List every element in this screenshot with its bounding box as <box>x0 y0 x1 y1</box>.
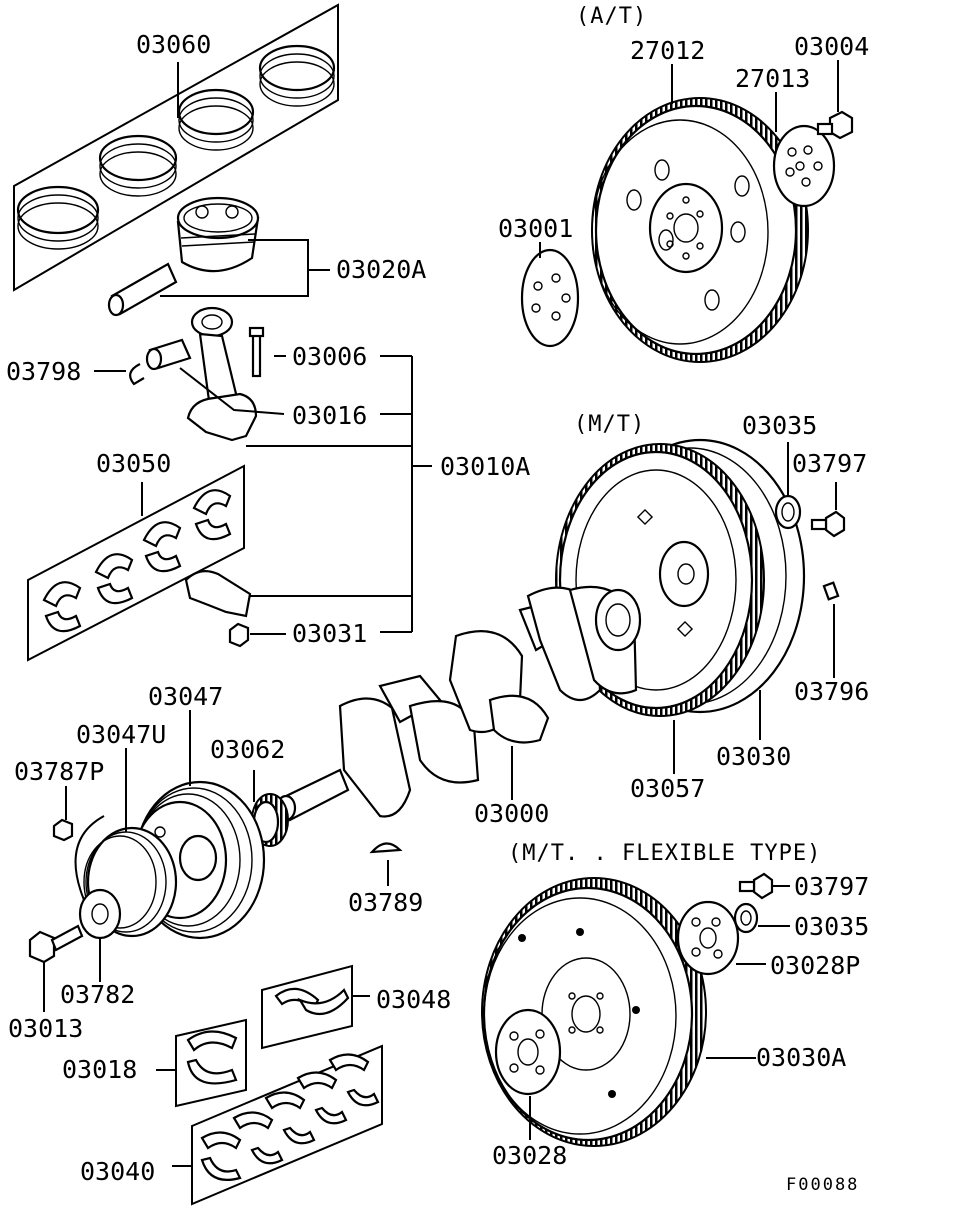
header-automatic-transmission: (A/T) <box>576 4 647 29</box>
label-03047U: 03047U <box>76 720 166 749</box>
crank-bolt <box>28 924 84 1012</box>
pulley-bolt <box>52 786 74 842</box>
label-03789: 03789 <box>348 888 423 917</box>
at-spacer <box>520 248 580 348</box>
conrod-bearing-shells <box>42 489 232 633</box>
piston-ring-set <box>16 44 336 250</box>
piston-assembly-leader <box>160 239 330 297</box>
label-03047: 03047 <box>148 682 223 711</box>
label-03030A: 03030A <box>756 1043 846 1072</box>
label-03010A: 03010A <box>440 452 530 481</box>
label-03048: 03048 <box>376 985 451 1014</box>
label-03028: 03028 <box>492 1141 567 1170</box>
at-bolt <box>816 110 854 140</box>
piston-pin <box>107 262 178 317</box>
label-03796: 03796 <box>794 677 869 706</box>
label-03030: 03030 <box>716 742 791 771</box>
label-03006: 03006 <box>292 342 367 371</box>
at-drive-plate <box>591 97 809 363</box>
label-03787P: 03787P <box>14 757 104 786</box>
header-manual-flexible: (M/T. . FLEXIBLE TYPE) <box>508 841 821 866</box>
piston-ring-group-box <box>13 3 339 292</box>
conrod-nut <box>228 622 286 648</box>
label-03797-mt: 03797 <box>792 449 867 478</box>
label-03018: 03018 <box>62 1055 137 1084</box>
connecting-rod-bolt <box>248 326 265 378</box>
connecting-rod-bushing <box>145 338 192 371</box>
figure-code: F00088 <box>786 1175 859 1195</box>
conrod-assembly-bracket <box>246 355 432 633</box>
label-03040: 03040 <box>80 1157 155 1186</box>
snap-ring <box>129 363 145 386</box>
piston-ring-3 <box>177 88 255 151</box>
label-03031: 03031 <box>292 619 367 648</box>
label-03013: 03013 <box>8 1014 83 1043</box>
flex-plate <box>676 900 766 976</box>
flexible-seal <box>733 902 790 934</box>
label-03035-flexible: 03035 <box>794 912 869 941</box>
piston-ring-1 <box>16 185 100 250</box>
label-03782: 03782 <box>60 980 135 1009</box>
piston-ring-2 <box>98 134 178 197</box>
bushing-leader <box>179 367 285 415</box>
connecting-rod <box>186 306 258 442</box>
piston-ring-4 <box>258 44 336 107</box>
label-03057: 03057 <box>630 774 705 803</box>
label-03035-mt: 03035 <box>742 411 817 440</box>
label-03001: 03001 <box>498 214 573 243</box>
label-27012: 27012 <box>630 36 705 65</box>
main-bearing-set-box <box>172 1044 383 1206</box>
crank-washer <box>78 888 122 982</box>
mt-seal <box>774 494 802 530</box>
woodruff-key <box>369 842 403 886</box>
label-03797-flexible: 03797 <box>794 872 869 901</box>
label-03060: 03060 <box>136 30 211 59</box>
piston <box>176 196 260 273</box>
mt-dowel-pin <box>822 581 840 601</box>
label-03016: 03016 <box>292 401 367 430</box>
conrod-cap <box>184 569 252 618</box>
main-bearing-box <box>156 1018 247 1108</box>
label-03798: 03798 <box>6 357 81 386</box>
label-03020A: 03020A <box>336 255 426 284</box>
mt-bolt <box>810 510 846 538</box>
at-adapter-plate <box>772 124 836 208</box>
conrod-bearing-group-box <box>27 464 245 662</box>
thrust-bearing-box <box>261 964 370 1050</box>
label-03028P: 03028P <box>770 951 860 980</box>
flexible-adapter-plate <box>494 1008 562 1140</box>
label-03062: 03062 <box>210 735 285 764</box>
crankshaft <box>275 585 642 822</box>
label-03004: 03004 <box>794 32 869 61</box>
flexible-bolt <box>738 872 790 900</box>
label-27013: 27013 <box>735 64 810 93</box>
label-03050: 03050 <box>96 449 171 478</box>
header-manual-transmission: (M/T) <box>574 412 645 437</box>
label-03000: 03000 <box>474 799 549 828</box>
